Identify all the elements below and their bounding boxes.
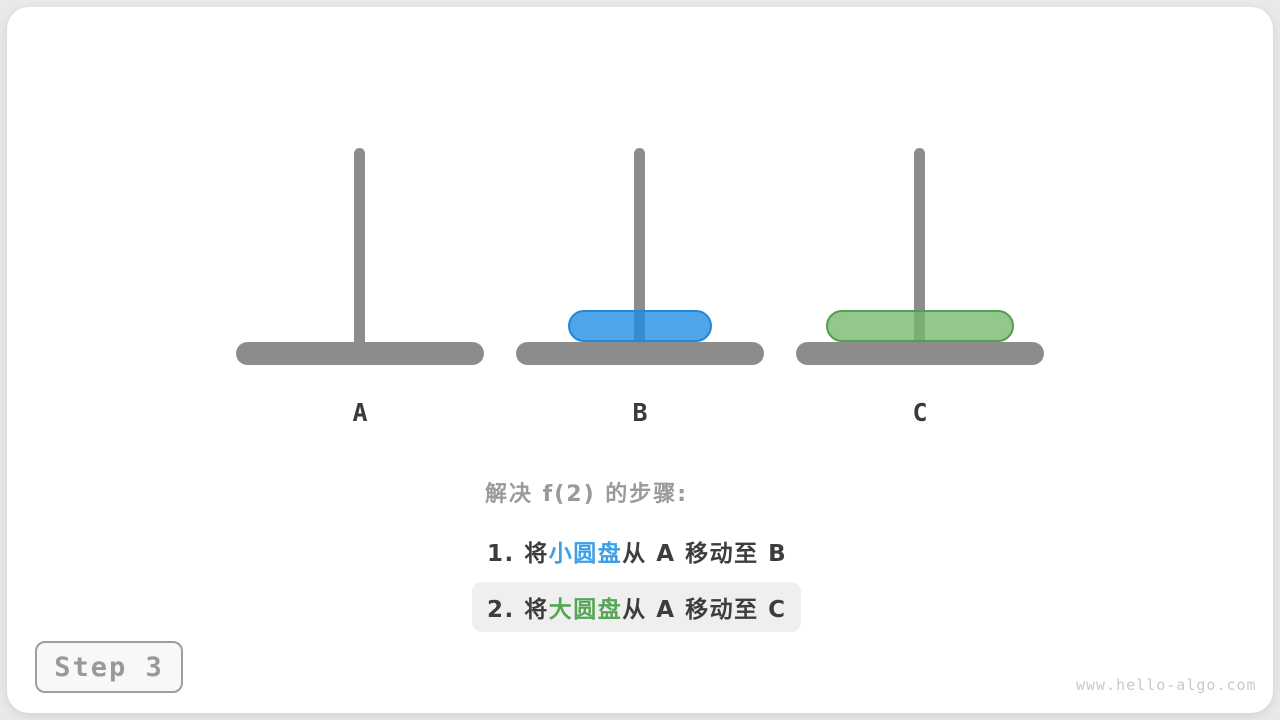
peg-c-label: C <box>912 398 928 427</box>
peg-c: C <box>796 148 1044 438</box>
step-2-large-disk-word: 大圆盘 <box>548 597 623 623</box>
step-badge: Step 3 <box>35 641 183 693</box>
peg-a-pole <box>354 148 365 348</box>
watermark: www.hello-algo.com <box>1076 676 1257 694</box>
step-item-1: 1. 将小圆盘从 A 移动至 B <box>487 534 801 568</box>
step-1-post: 从 A 移动至 B <box>622 541 788 567</box>
peg-b: B <box>516 148 764 438</box>
step-2-pre: 2. 将 <box>487 597 549 623</box>
steps-panel: 解决 f(2) 的步骤: 1. 将小圆盘从 A 移动至 B 2. 将大圆盘从 A… <box>472 476 802 632</box>
step-1-small-disk-word: 小圆盘 <box>548 541 623 567</box>
peg-c-base <box>796 342 1044 365</box>
small-disk <box>568 310 712 342</box>
peg-c-pole <box>914 148 925 348</box>
step-item-2-highlighted: 2. 将大圆盘从 A 移动至 C <box>472 582 802 632</box>
step-2-post: 从 A 移动至 C <box>622 597 787 623</box>
step-badge-label: Step 3 <box>54 651 164 683</box>
peg-a-base <box>236 342 484 365</box>
peg-a: A <box>236 148 484 438</box>
peg-b-base <box>516 342 764 365</box>
steps-title: 解决 f(2) 的步骤: <box>485 482 689 507</box>
peg-b-label: B <box>632 398 648 427</box>
step-1-pre: 1. 将 <box>487 541 549 567</box>
peg-b-pole <box>634 148 645 348</box>
large-disk <box>826 310 1014 342</box>
peg-a-label: A <box>352 398 368 427</box>
